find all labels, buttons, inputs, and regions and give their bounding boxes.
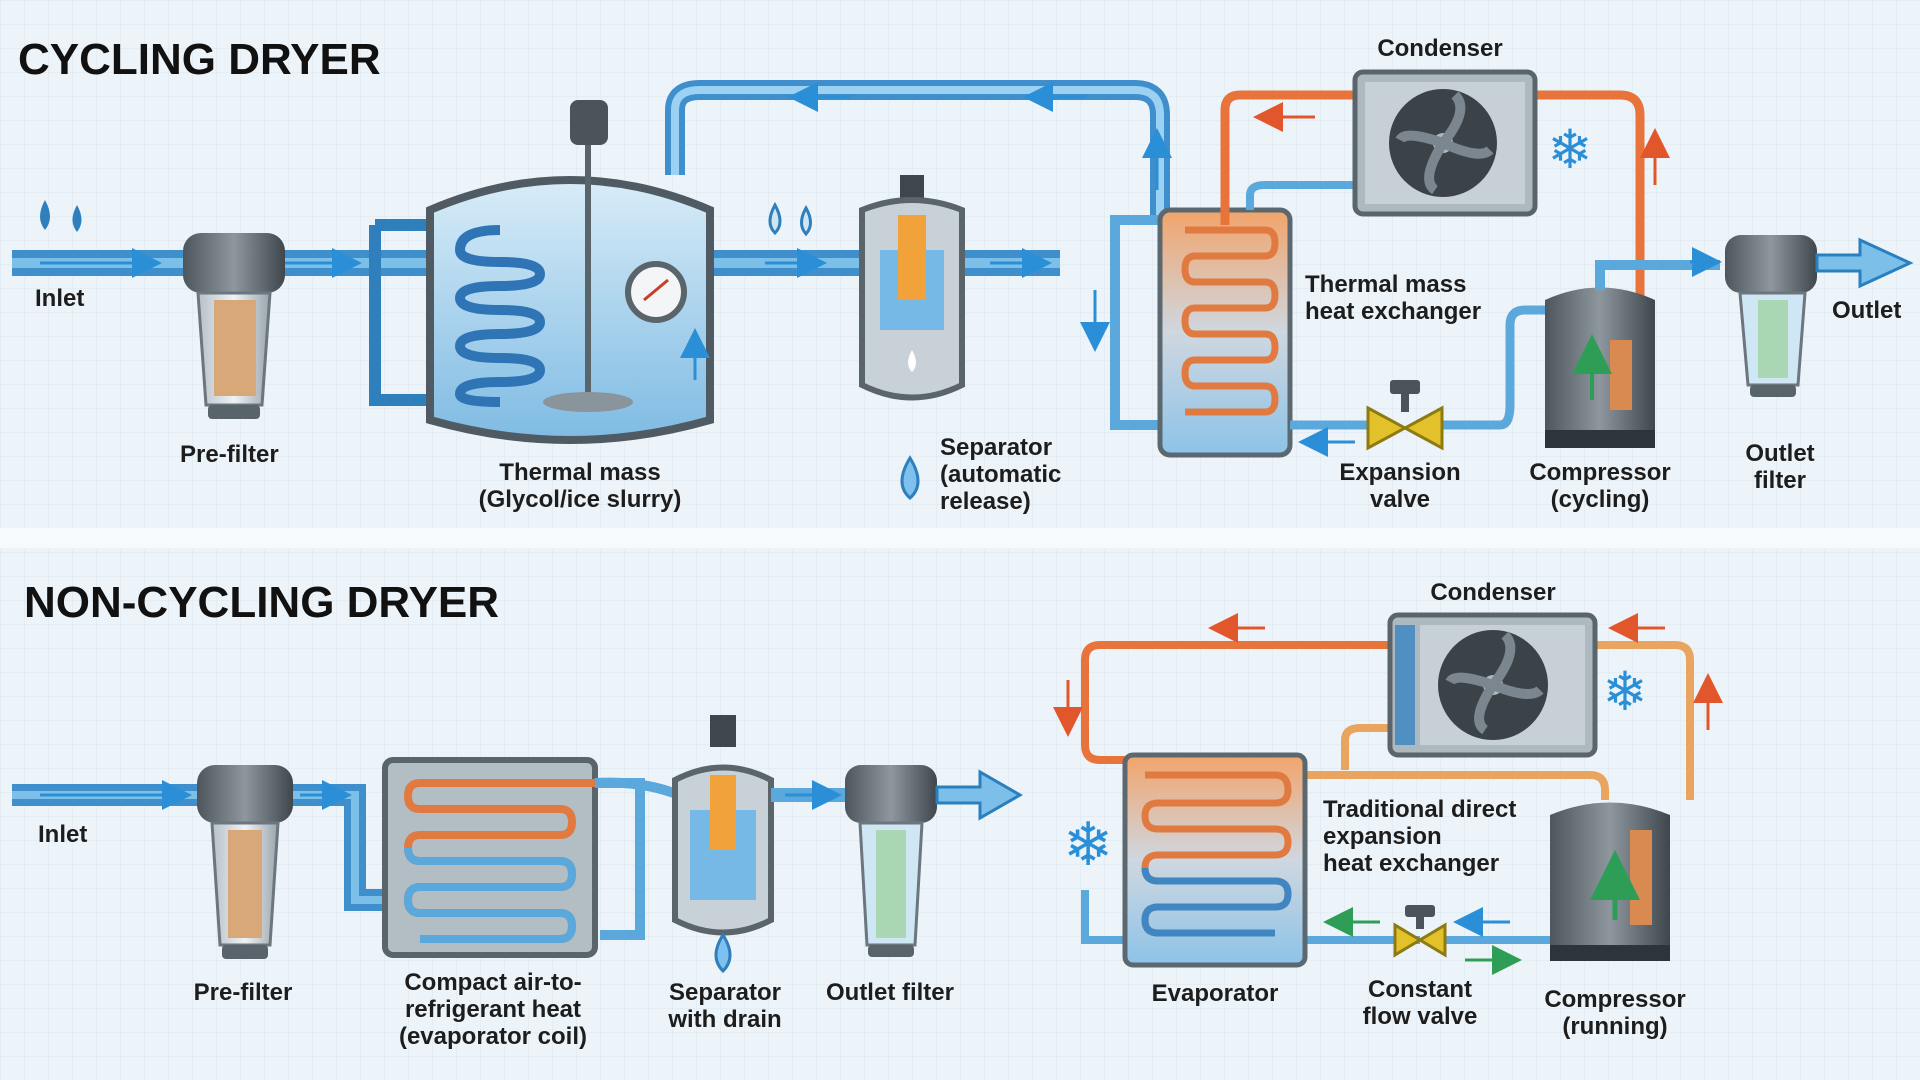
compact-hx-label-3: (evaporator coil) bbox=[399, 1023, 587, 1050]
outlet-arrow-icon-bottom bbox=[935, 769, 1024, 821]
thermal-mass-label-1: Thermal mass bbox=[499, 459, 660, 486]
cycling-dryer-title: CYCLING DRYER bbox=[18, 35, 381, 84]
non-cycling-dryer-section: NON-CYCLING DRYER Inlet Pre-filter Compa… bbox=[12, 578, 1723, 1050]
separator bbox=[859, 175, 965, 500]
constant-flow-valve bbox=[1393, 905, 1447, 958]
condenser-label-bottom: Condenser bbox=[1430, 579, 1555, 606]
compressor-label-1: Compressor bbox=[1529, 459, 1670, 486]
separator-label-3: release) bbox=[940, 488, 1031, 515]
outlet-filter-label-2: filter bbox=[1754, 467, 1806, 494]
water-droplet-icon bbox=[40, 200, 812, 237]
evaporator bbox=[1122, 752, 1308, 968]
outlet-filter-label-1: Outlet bbox=[1745, 440, 1814, 467]
constant-flow-valve-label-2: flow valve bbox=[1363, 1003, 1478, 1030]
evaporator-label: Evaporator bbox=[1152, 980, 1279, 1007]
separator-label-bottom-1: Separator bbox=[669, 979, 781, 1006]
compact-hx-label-2: refrigerant heat bbox=[405, 996, 581, 1023]
inlet-label-bottom: Inlet bbox=[38, 821, 87, 848]
condenser-bottom bbox=[1387, 612, 1598, 758]
outlet-label: Outlet bbox=[1832, 297, 1901, 324]
non-cycling-dryer-title: NON-CYCLING DRYER bbox=[24, 578, 499, 627]
thermal-mass-tank bbox=[369, 100, 714, 444]
refrigerant-pipe-hot bbox=[1220, 90, 1355, 225]
pre-filter-label-bottom: Pre-filter bbox=[194, 979, 293, 1006]
compressor-bottom bbox=[1550, 802, 1670, 961]
separator-label-2: (automatic bbox=[940, 461, 1061, 488]
thermal-mass-label-2: (Glycol/ice slurry) bbox=[479, 486, 682, 513]
heat-exchanger-label-2: heat exchanger bbox=[1305, 298, 1481, 325]
separator-label-bottom-2: with drain bbox=[667, 1006, 781, 1033]
snowflake-icon: ❄ bbox=[1547, 120, 1592, 180]
expansion-valve-label-2: valve bbox=[1370, 486, 1430, 513]
compact-evaporator-coil bbox=[382, 757, 600, 958]
compressor-label-bottom-2: (running) bbox=[1562, 1013, 1667, 1040]
traditional-hx-label-1: Traditional direct bbox=[1323, 796, 1516, 823]
separator-bottom bbox=[672, 715, 774, 974]
compressor-label-2: (cycling) bbox=[1551, 486, 1650, 513]
condenser-label: Condenser bbox=[1377, 35, 1502, 62]
inlet-label: Inlet bbox=[35, 285, 84, 312]
expansion-valve bbox=[1366, 380, 1444, 451]
outlet-filter-label-bottom: Outlet filter bbox=[826, 979, 954, 1006]
heat-exchanger-label-1: Thermal mass bbox=[1305, 271, 1466, 298]
compact-hx-label-1: Compact air-to- bbox=[404, 969, 581, 996]
condenser bbox=[1352, 69, 1538, 217]
snowflake-icon-evaporator: ❄ bbox=[1063, 811, 1113, 878]
pre-filter-label: Pre-filter bbox=[180, 441, 279, 468]
outlet-filter bbox=[1725, 235, 1817, 397]
compressor bbox=[1545, 287, 1655, 448]
compressor-label-bottom-1: Compressor bbox=[1544, 986, 1685, 1013]
snowflake-icon-bottom: ❄ bbox=[1602, 662, 1647, 722]
pre-filter bbox=[183, 233, 285, 419]
traditional-hx-label-3: heat exchanger bbox=[1323, 850, 1499, 877]
separator-label-1: Separator bbox=[940, 434, 1052, 461]
outlet-filter-bottom bbox=[845, 765, 937, 957]
cycling-dryer-section: CYCLING DRYER Inlet Pre-filter bbox=[12, 35, 1914, 515]
outlet-arrow-icon bbox=[1815, 237, 1914, 289]
constant-flow-valve-label-1: Constant bbox=[1368, 976, 1472, 1003]
expansion-valve-label-1: Expansion bbox=[1339, 459, 1460, 486]
pre-filter-bottom bbox=[197, 765, 293, 959]
traditional-hx-label-2: expansion bbox=[1323, 823, 1442, 850]
